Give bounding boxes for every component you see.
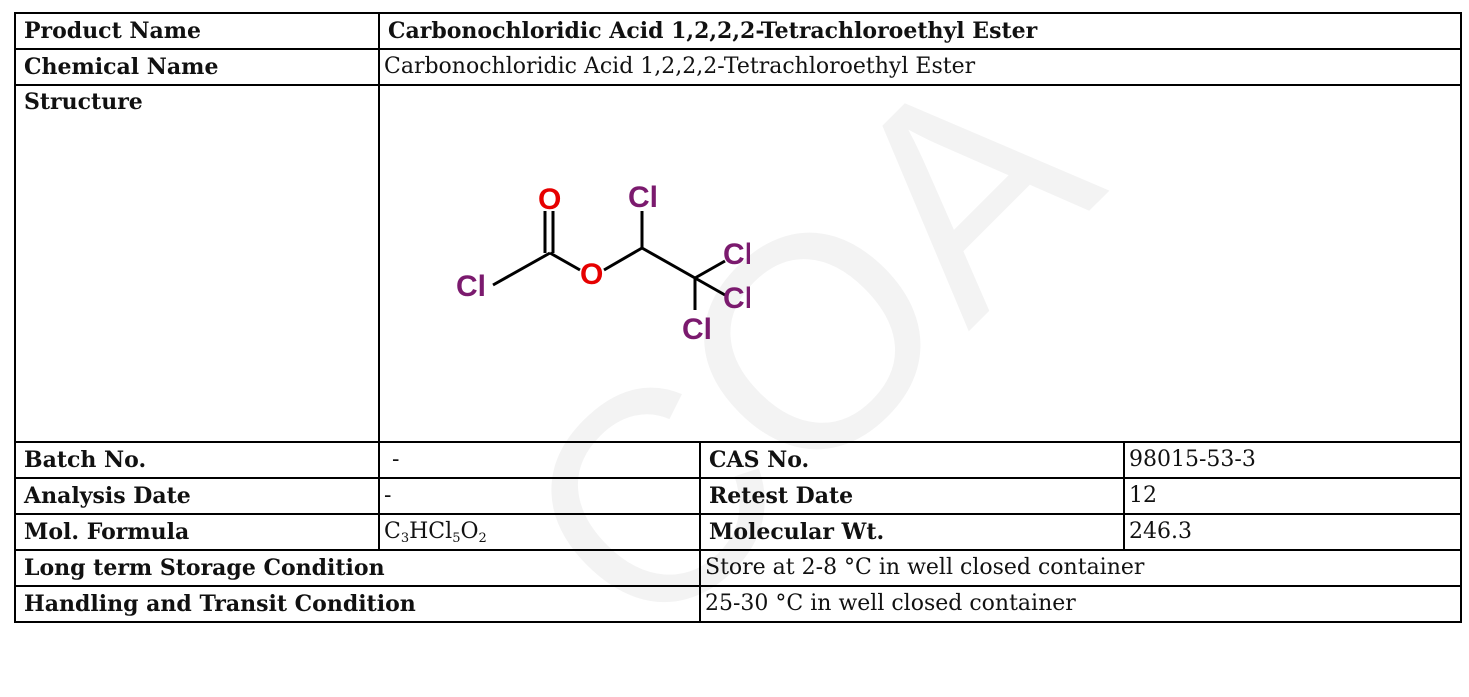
bond-c-cl-lower (694, 276, 726, 297)
chemical-name-label: Chemical Name (14, 48, 380, 86)
cas-no-label: CAS No. (699, 441, 1125, 479)
molecular-wt-value: 246.3 (1122, 513, 1463, 551)
product-name-value: Carbonochloridic Acid 1,2,2,2-Tetrachlor… (377, 12, 1463, 50)
analysis-date-value: - (378, 477, 701, 515)
atom-chlorine-ch: Cl (628, 181, 658, 214)
analysis-date-label: Analysis Date (14, 477, 380, 515)
row-formula-weight: Mol. Formula C3HCl5O2 Molecular Wt. 246.… (14, 513, 1463, 551)
row-analysis-retest: Analysis Date - Retest Date 12 (14, 477, 1463, 515)
row-long-term-storage: Long term Storage Condition Store at 2-8… (14, 549, 1463, 587)
cas-no-value: 98015-53-3 (1122, 441, 1463, 479)
chemical-structure-diagram: O O Cl Cl Cl Cl Cl (456, 181, 750, 346)
retest-date-value: 12 (1122, 477, 1463, 515)
product-info-table: Product Name Carbonochloridic Acid 1,2,2… (14, 12, 1463, 623)
row-batch-cas: Batch No. - CAS No. 98015-53-3 (14, 441, 1463, 479)
atom-chlorine-lower: Cl (723, 282, 750, 315)
batch-no-value: - (378, 441, 701, 479)
row-product-name: Product Name Carbonochloridic Acid 1,2,2… (14, 12, 1463, 50)
mol-formula-value: C3HCl5O2 (378, 513, 701, 551)
mol-formula-label: Mol. Formula (14, 513, 380, 551)
row-handling-transit: Handling and Transit Condition 25-30 °C … (14, 585, 1463, 623)
molecular-wt-label: Molecular Wt. (699, 513, 1125, 551)
bond-ch-c (641, 246, 696, 280)
bonds (492, 211, 726, 310)
chemical-name-value: Carbonochloridic Acid 1,2,2,2-Tetrachlor… (377, 48, 1463, 86)
bond-o-ch (603, 246, 643, 272)
atom-chlorine-bottom: Cl (682, 313, 712, 346)
handling-transit-value: 25-30 °C in well closed container (698, 585, 1463, 623)
atom-chlorine-upper: Cl (723, 238, 750, 271)
row-chemical-name: Chemical Name Carbonochloridic Acid 1,2,… (14, 48, 1463, 86)
bond-c-cl-upper (694, 259, 726, 280)
batch-no-label: Batch No. (14, 441, 380, 479)
atom-chlorine-acyl: Cl (456, 270, 486, 303)
atom-oxygen-ester: O (580, 258, 603, 291)
long-term-storage-value: Store at 2-8 °C in well closed container (698, 549, 1463, 587)
product-name-label: Product Name (14, 12, 380, 50)
bond-cl-c (492, 251, 551, 287)
long-term-storage-label: Long term Storage Condition (14, 549, 701, 587)
retest-date-label: Retest Date (699, 477, 1125, 515)
structure-label: Structure (14, 84, 380, 443)
handling-transit-label: Handling and Transit Condition (14, 585, 701, 623)
row-structure: Structure O O Cl (14, 84, 1463, 443)
atom-oxygen-carbonyl: O (538, 183, 561, 216)
structure-cell: O O Cl Cl Cl Cl Cl (377, 84, 1463, 443)
bond-c-o (549, 251, 581, 272)
